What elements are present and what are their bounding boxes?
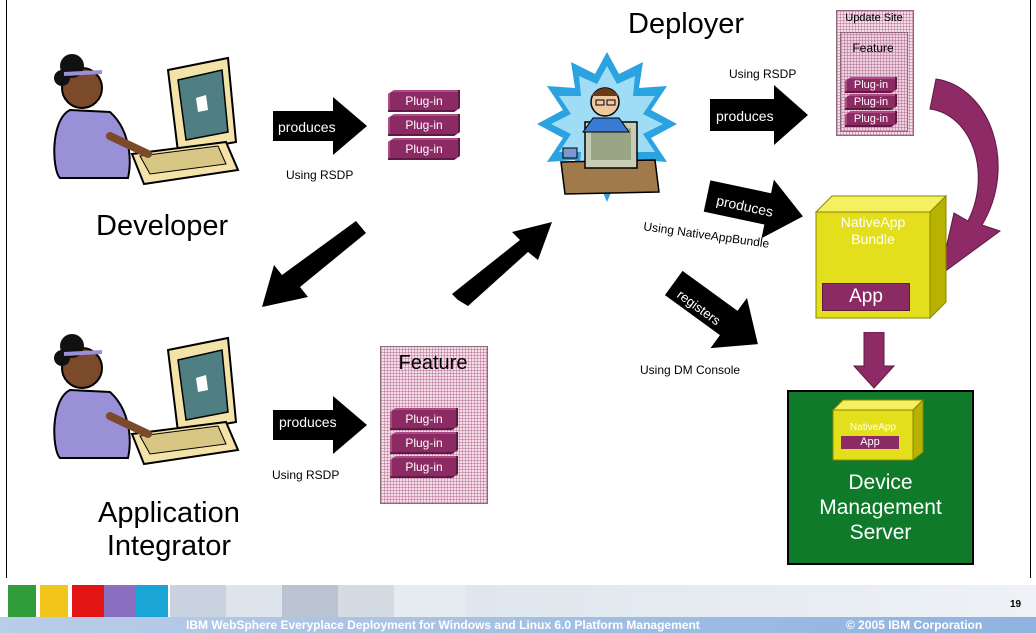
- developer-label: Developer: [96, 210, 229, 242]
- footer: 19 IBM WebSphere Everyplace Deployment f…: [0, 585, 1036, 633]
- produces-arrow: [710, 85, 808, 145]
- device-management-server-box: NativeApp App Device Management Server: [787, 390, 974, 565]
- bundle-label-line2: Bundle: [851, 230, 895, 247]
- registers-arrow: [664, 270, 758, 349]
- produces-label: produces: [278, 119, 336, 135]
- integrator-label: Application Integrator: [98, 497, 240, 564]
- plugin-block: Plug-in: [845, 77, 897, 93]
- deployer-at-computer-icon: [537, 52, 677, 202]
- curved-flow-arrow: [929, 78, 1002, 277]
- produces-arrow: [273, 396, 367, 454]
- footer-photo-tile: [226, 585, 282, 617]
- produces-arrow: [703, 179, 803, 239]
- footer-swatch: [40, 585, 68, 617]
- integrator-label-line1: Application: [98, 497, 240, 529]
- footer-photo-tile: [170, 585, 226, 617]
- update-site-title: Update Site: [845, 12, 903, 24]
- plugin-block: Plug-in: [390, 432, 458, 454]
- footer-swatch: [72, 585, 104, 617]
- footer-copyright: © 2005 IBM Corporation: [846, 618, 983, 632]
- footer-photo-tile: [394, 585, 466, 617]
- deployer-label: Deployer: [628, 8, 745, 40]
- plugin-block: Plug-in: [845, 94, 897, 110]
- footer-bar: [0, 617, 1036, 633]
- page-number: 19: [1010, 599, 1022, 610]
- tool-label-rsdp: Using RSDP: [272, 468, 340, 482]
- flow-arrow-to-integrator: [262, 221, 366, 307]
- tool-label-rsdp: Using RSDP: [286, 168, 354, 182]
- dm-server-line1: Device: [848, 471, 913, 494]
- footer-title: IBM WebSphere Everyplace Deployment for …: [186, 618, 700, 632]
- flow-arrow-to-deployer: [452, 222, 552, 306]
- bundle-label: NativeApp Bundle: [816, 214, 930, 248]
- small-bundle-label: NativeApp: [849, 422, 897, 433]
- feature-title: Feature: [398, 352, 468, 374]
- plugin-block: Plug-in: [388, 90, 460, 112]
- footer-gradient: [466, 585, 1036, 617]
- footer-photo-tile: [282, 585, 338, 617]
- tool-label-rsdp: Using RSDP: [729, 67, 797, 81]
- developer-at-computer-icon: [53, 54, 240, 186]
- footer-swatch: [104, 585, 136, 617]
- down-flow-arrow: [852, 332, 896, 389]
- tool-label-dm-console: Using DM Console: [640, 363, 741, 377]
- dm-server-label: Device Management Server: [789, 470, 972, 546]
- plugin-block: Plug-in: [388, 114, 460, 136]
- slide-border-right: [1030, 0, 1031, 578]
- dm-server-line3: Server: [849, 521, 912, 545]
- slide-border-left: [6, 0, 7, 578]
- plugin-block: Plug-in: [845, 111, 897, 127]
- plugin-block: Plug-in: [388, 138, 460, 160]
- integrator-at-computer-icon: [53, 334, 240, 466]
- integrator-label-line2: Integrator: [106, 530, 231, 563]
- footer-photo-tile: [338, 585, 394, 617]
- dm-server-line2: Management: [819, 496, 942, 520]
- small-nativeapp-cube: [831, 398, 925, 462]
- plugin-block: Plug-in: [390, 456, 458, 478]
- produces-label: produces: [716, 108, 774, 124]
- produces-label: produces: [279, 414, 337, 430]
- produces-arrow: [273, 97, 367, 155]
- small-app-block: App: [841, 436, 899, 449]
- footer-swatch: [136, 585, 168, 617]
- bundle-label-line1: NativeApp: [840, 214, 906, 230]
- footer-swatch: [8, 585, 36, 617]
- update-site-feature-title: Feature: [852, 41, 894, 55]
- plugin-block: Plug-in: [390, 408, 458, 430]
- app-block: App: [822, 283, 910, 311]
